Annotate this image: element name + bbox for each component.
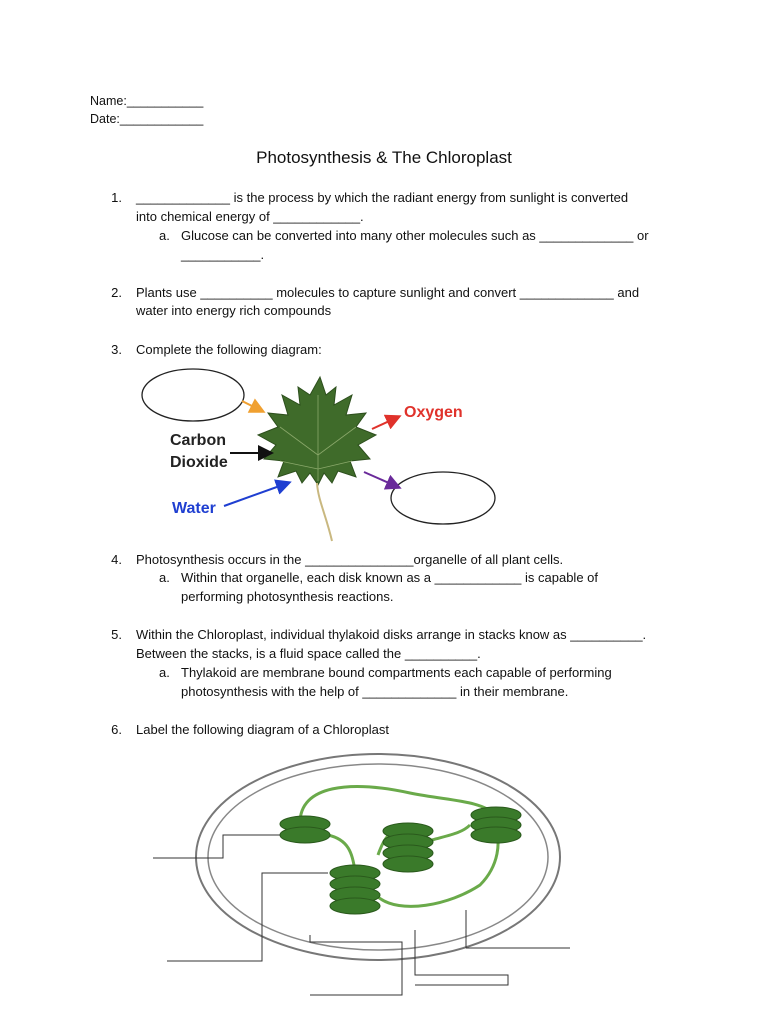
- question-5a-line-1: Thylakoid are membrane bound compartment…: [181, 665, 612, 680]
- outer-membrane: [195, 753, 561, 961]
- question-2-line-1: Plants use __________ molecules to captu…: [136, 285, 640, 300]
- granum-stack: [329, 864, 381, 915]
- page-title: Photosynthesis & The Chloroplast: [256, 148, 512, 167]
- chloroplast-diagram: [153, 753, 570, 996]
- question-1a-line-2: ___________.: [181, 247, 265, 262]
- granum-stack: [382, 822, 434, 873]
- dioxide-label: Dioxide: [170, 454, 228, 471]
- granum-stack: [470, 806, 522, 844]
- question-number: 5.: [111, 627, 122, 642]
- name-field[interactable]: Name:___________: [90, 94, 204, 108]
- maple-leaf-icon: [256, 375, 378, 542]
- question-number: 1.: [111, 190, 122, 205]
- question-number: 2.: [111, 285, 122, 300]
- question-5-line-1: Within the Chloroplast, individual thyla…: [136, 627, 647, 642]
- label-line: [414, 930, 509, 986]
- sub-label: a.: [159, 228, 170, 243]
- question-1-line-2: into chemical energy of ____________.: [136, 209, 364, 224]
- question-5-line-2: Between the stacks, is a fluid space cal…: [136, 646, 481, 661]
- photosynthesis-diagram: Carbon Dioxide Oxygen Water: [141, 368, 496, 542]
- carbon-label: Carbon: [170, 432, 226, 449]
- inner-membrane: [207, 763, 549, 951]
- answer-oval-output[interactable]: [390, 471, 496, 525]
- question-3-line-1: Complete the following diagram:: [136, 342, 322, 357]
- granum-stack: [279, 815, 331, 844]
- question-2-line-2: water into energy rich compounds: [136, 303, 332, 318]
- question-number: 4.: [111, 552, 122, 567]
- water-label: Water: [172, 500, 216, 517]
- label-line: [309, 935, 403, 996]
- question-5a-line-2: photosynthesis with the help of ________…: [181, 684, 569, 699]
- question-4a-line-1: Within that organelle, each disk known a…: [181, 570, 599, 585]
- question-4-line-1: Photosynthesis occurs in the ___________…: [136, 552, 564, 567]
- question-1-line-1: _____________ is the process by which th…: [136, 190, 629, 205]
- question-number: 6.: [111, 722, 122, 737]
- question-number: 3.: [111, 342, 122, 357]
- label-lines: [153, 834, 570, 996]
- date-field[interactable]: Date:____________: [90, 112, 204, 126]
- label-line: [153, 834, 280, 859]
- question-4a-line-2: performing photosynthesis reactions.: [181, 589, 394, 604]
- oxygen-label: Oxygen: [404, 404, 463, 421]
- question-1a-line-1: Glucose can be converted into many other…: [181, 228, 649, 243]
- answer-oval-input[interactable]: [141, 368, 245, 422]
- sub-label: a.: [159, 570, 170, 585]
- sub-label: a.: [159, 665, 170, 680]
- label-line: [167, 872, 328, 962]
- question-6-line-1: Label the following diagram of a Chlorop…: [136, 722, 389, 737]
